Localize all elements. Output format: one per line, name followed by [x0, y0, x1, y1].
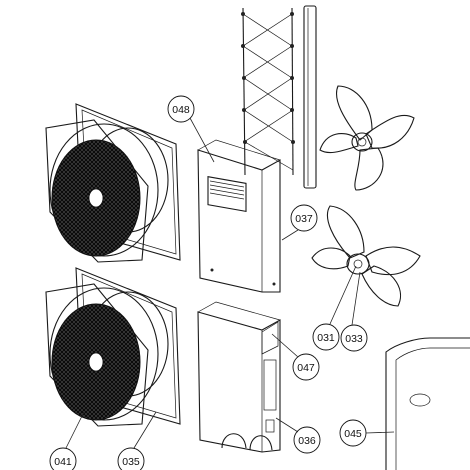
callout-label-048: 048 [172, 104, 190, 116]
fan-guard-upper [45, 103, 181, 263]
callout-label-031: 031 [317, 332, 335, 344]
callout-047: 047 [271, 333, 320, 381]
callout-031: 031 [312, 265, 357, 351]
fan-guard-lower [45, 267, 181, 427]
side-panel-lower [197, 301, 281, 453]
support-pole [303, 5, 317, 189]
callout-045: 045 [339, 419, 395, 447]
callout-035: 035 [117, 411, 157, 470]
callout-label-036: 036 [298, 435, 316, 447]
cabinet-edge [385, 337, 470, 470]
callout-label-045: 045 [344, 428, 362, 440]
fan-blade-lower [311, 205, 421, 307]
callout-label-047: 047 [297, 362, 315, 374]
callout-label-041: 041 [54, 456, 72, 468]
callout-037: 037 [281, 204, 318, 241]
side-panel-upper [197, 139, 281, 293]
callout-036: 036 [275, 417, 321, 454]
callout-041: 041 [49, 411, 85, 470]
callout-033: 033 [340, 271, 368, 352]
callout-048: 048 [167, 95, 215, 163]
callout-label-033: 033 [345, 333, 363, 345]
callout-label-037: 037 [295, 213, 313, 225]
fan-blade-upper [319, 85, 415, 191]
callout-label-035: 035 [122, 456, 140, 468]
vertical-ladder-grille [241, 7, 295, 176]
